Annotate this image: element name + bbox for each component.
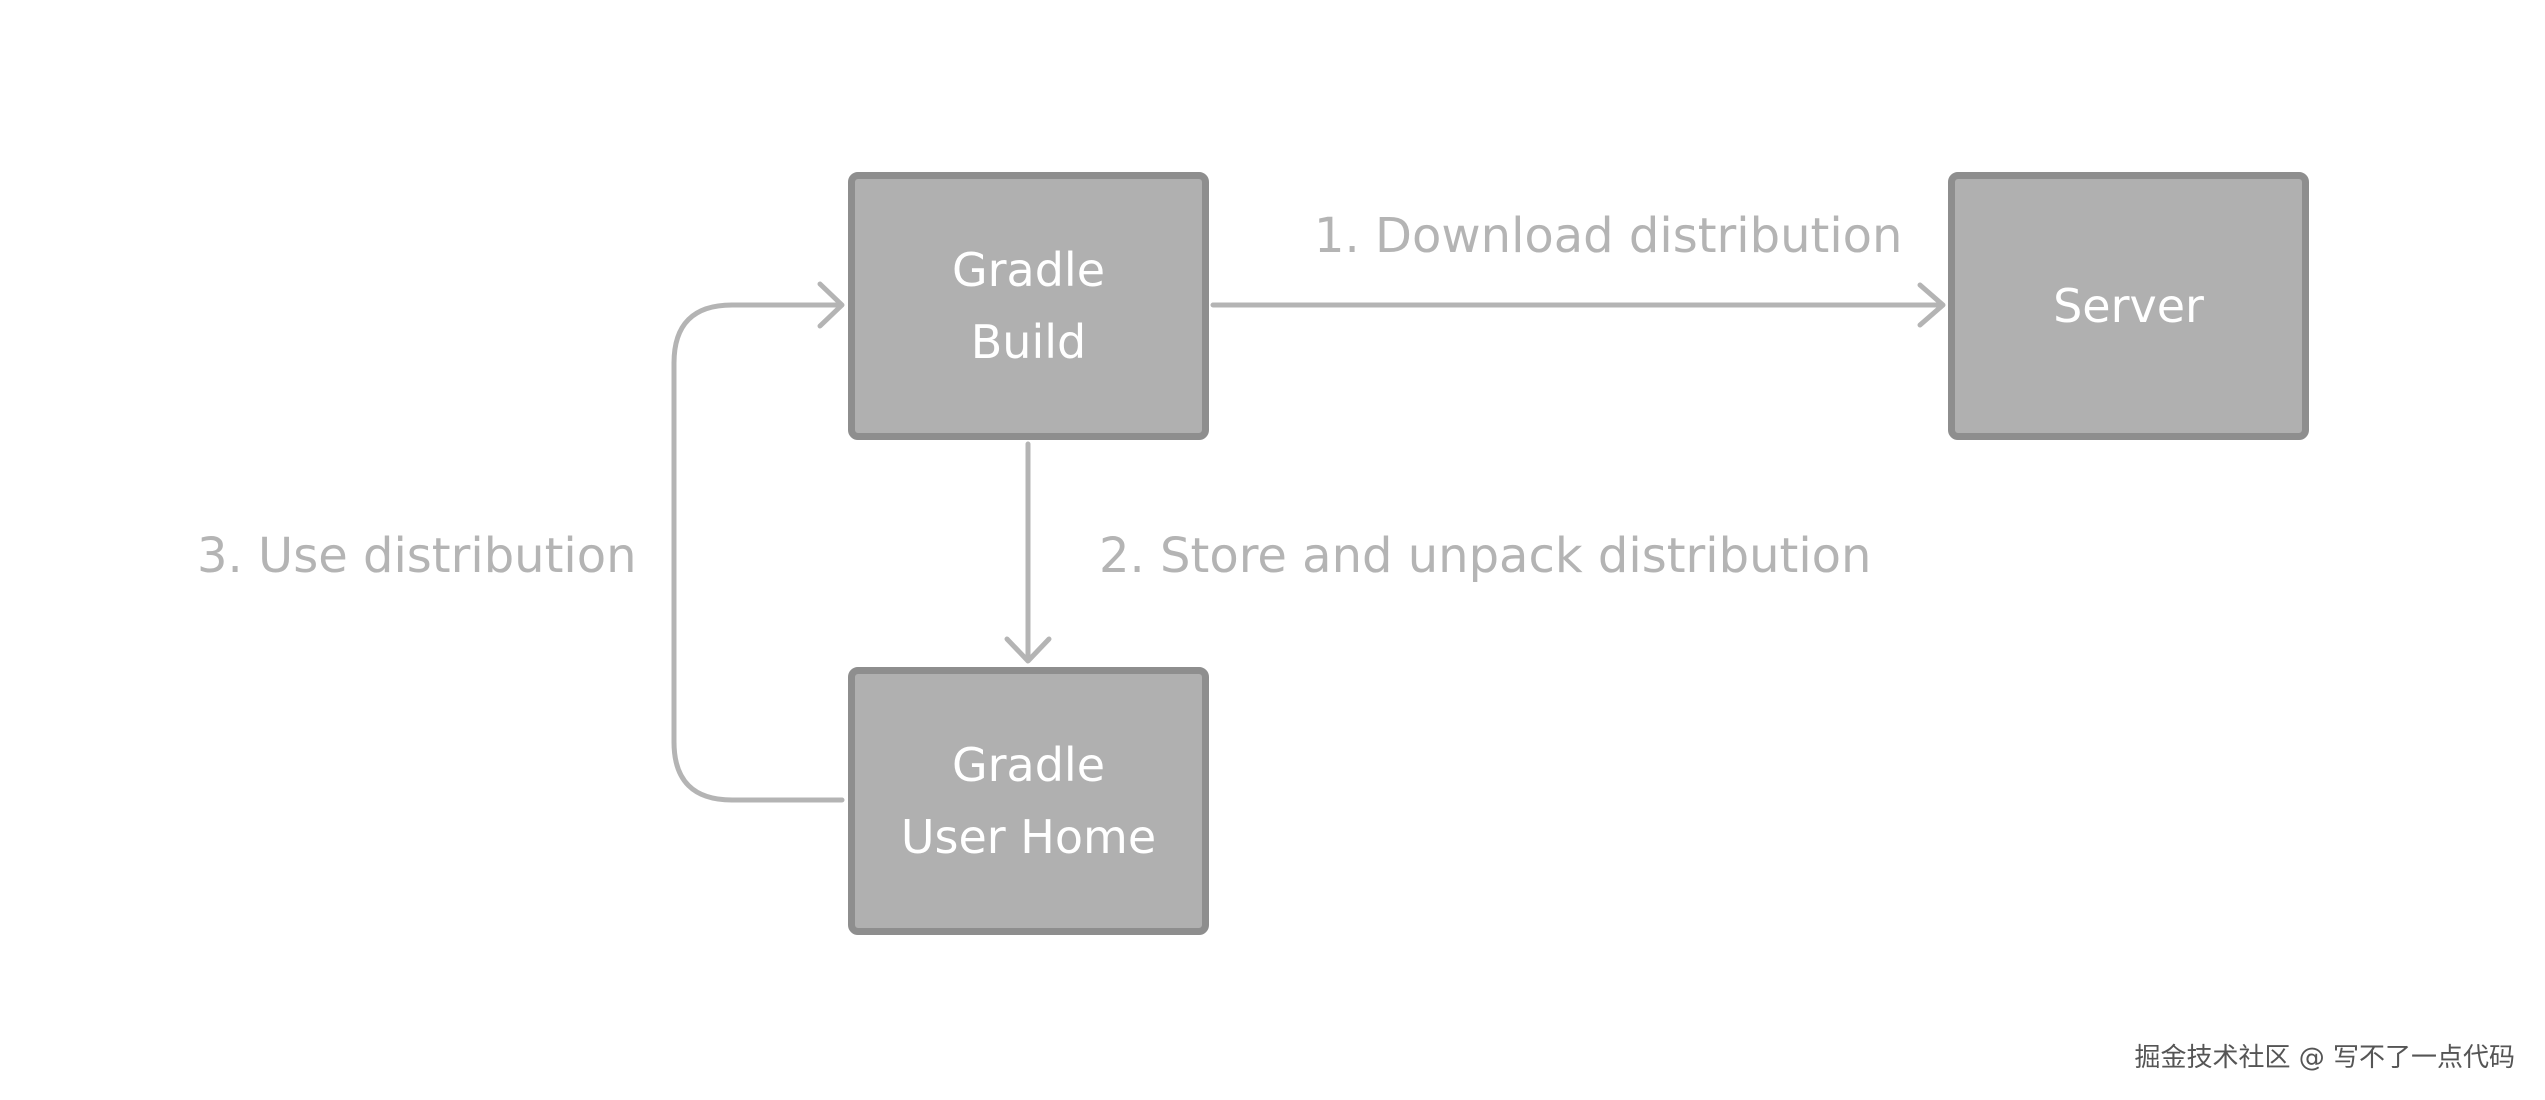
use-edge-label: 3. Use distribution — [197, 528, 637, 584]
gradle-build-label-line2: Build — [970, 315, 1087, 369]
watermark-text: 掘金技术社区 @ 写不了一点代码 — [2134, 1043, 2515, 1073]
download-edge-label: 1. Download distribution — [1314, 208, 1903, 264]
arrow-use — [671, 281, 845, 803]
gradle-build-label-line1: Gradle — [951, 243, 1106, 297]
gradle-user-home-label-line1: Gradle — [951, 738, 1106, 792]
server-node: Server — [1948, 172, 2309, 440]
gradle-user-home-node: Gradle User Home — [848, 667, 1209, 935]
arrow-store — [1004, 441, 1052, 664]
store-edge-label: 2. Store and unpack distribution — [1099, 528, 1872, 584]
gradle-user-home-label-line2: User Home — [900, 810, 1157, 864]
gradle-build-node: Gradle Build — [848, 172, 1209, 440]
arrow-download — [1210, 282, 1946, 328]
server-label: Server — [2053, 279, 2204, 333]
